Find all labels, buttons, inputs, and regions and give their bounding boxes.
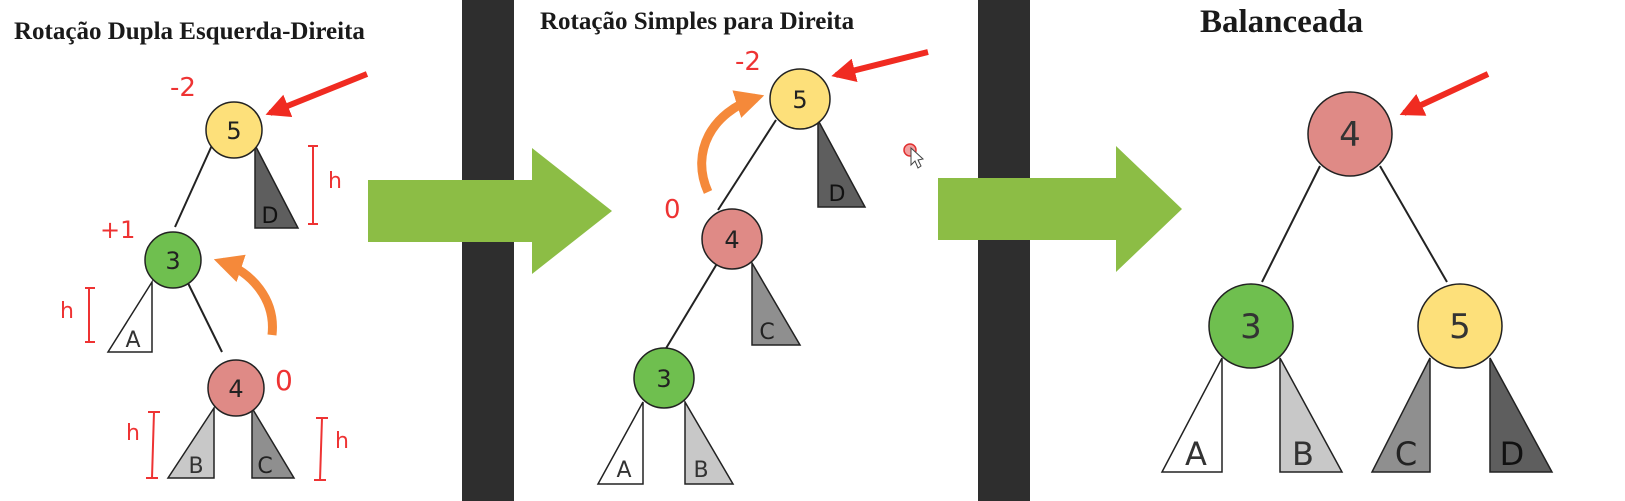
subtree-a-triangle [1160,357,1223,473]
node-5 [205,101,263,159]
subtree-b-label: B [693,458,708,483]
node-3 [144,231,202,289]
height-bracket-right [308,145,318,225]
balance-node4: 0 [664,195,681,225]
node-5-label: 5 [1449,307,1471,347]
transition-arrow-1 [368,148,612,274]
red-arrow-root [1399,71,1490,116]
mouse-cursor-icon [910,146,925,169]
node-3-label: 3 [656,365,671,393]
edge-5-4 [717,119,777,211]
subtree-c-label: C [1395,435,1417,473]
red-arrow-root [831,49,929,82]
height-bracket-b [146,411,160,479]
panel-title-balanced: Balanceada [1200,4,1364,40]
subtree-d-triangle [817,119,867,208]
balance-node4: 0 [275,364,293,397]
subtree-b-label: B [188,454,203,479]
orange-rotation-arrow [697,90,765,194]
height-bracket-a [85,287,95,343]
subtree-d-label: D [1500,435,1525,473]
balance-node3: +1 [100,216,135,244]
node-4-label: 4 [724,226,739,254]
panel-2-simple-rotation: D C A B 5 4 3 -2 0 [596,47,929,485]
panel-divider-1 [462,0,514,501]
height-bracket-c [314,417,328,481]
node-3 [633,347,695,409]
panel-title-double-rotation: Rotação Dupla Esquerda-Direita [14,18,365,45]
panel-1-double-rotation: A B C D 5 3 4 -2 +1 0 h h h h [60,71,369,481]
subtree-b-label: B [1292,435,1314,473]
subtree-a-label: A [616,458,631,483]
edge-4-3 [1261,165,1321,283]
subtree-d-triangle [254,144,300,229]
transition-arrow-2 [938,146,1182,272]
node-4 [701,208,763,270]
balance-root: -2 [170,73,196,103]
subtree-c-triangle [1370,357,1431,473]
red-arrow-root [265,71,369,117]
orange-rotation-arrow [213,254,277,336]
subtree-a-label: A [125,328,140,353]
edge-4-5 [1379,165,1448,283]
node-5 [1417,283,1503,369]
subtree-d-label: D [829,182,846,207]
height-label-right: h [328,169,342,194]
subtree-b-triangle [166,405,215,479]
subtree-a-triangle [596,401,644,485]
height-label-c: h [335,429,349,454]
node-4 [207,359,265,417]
node-3 [1208,283,1294,369]
node-3-label: 3 [165,247,180,275]
node-5-label: 5 [792,86,807,114]
edge-3-4 [184,276,223,353]
node-5-label: 5 [226,117,241,145]
subtree-c-triangle [751,260,802,346]
node-3-label: 3 [1240,307,1262,347]
balance-root: -2 [735,47,761,77]
subtree-c-label: C [759,320,774,345]
subtree-a-label: A [1185,435,1207,473]
subtree-c-triangle [251,405,296,479]
edge-5-3 [174,142,214,228]
edge-4-3 [664,261,719,351]
subtree-b-triangle [1279,357,1344,473]
node-4 [1307,91,1393,177]
subtree-c-label: C [257,454,272,479]
subtree-d-label: D [262,204,279,229]
panel-divider-2 [978,0,1030,501]
panel-3-balanced: A B C D 4 3 5 [1160,71,1554,473]
node-5 [769,68,831,130]
subtree-b-triangle [684,399,735,485]
node-4-label: 4 [228,375,243,403]
height-label-a: h [60,299,74,324]
subtree-d-triangle [1489,357,1554,473]
subtree-a-triangle [106,279,153,353]
panel-title-simple-rotation: Rotação Simples para Direita [540,8,855,35]
node-4-label: 4 [1339,115,1361,155]
height-label-b: h [126,421,140,446]
